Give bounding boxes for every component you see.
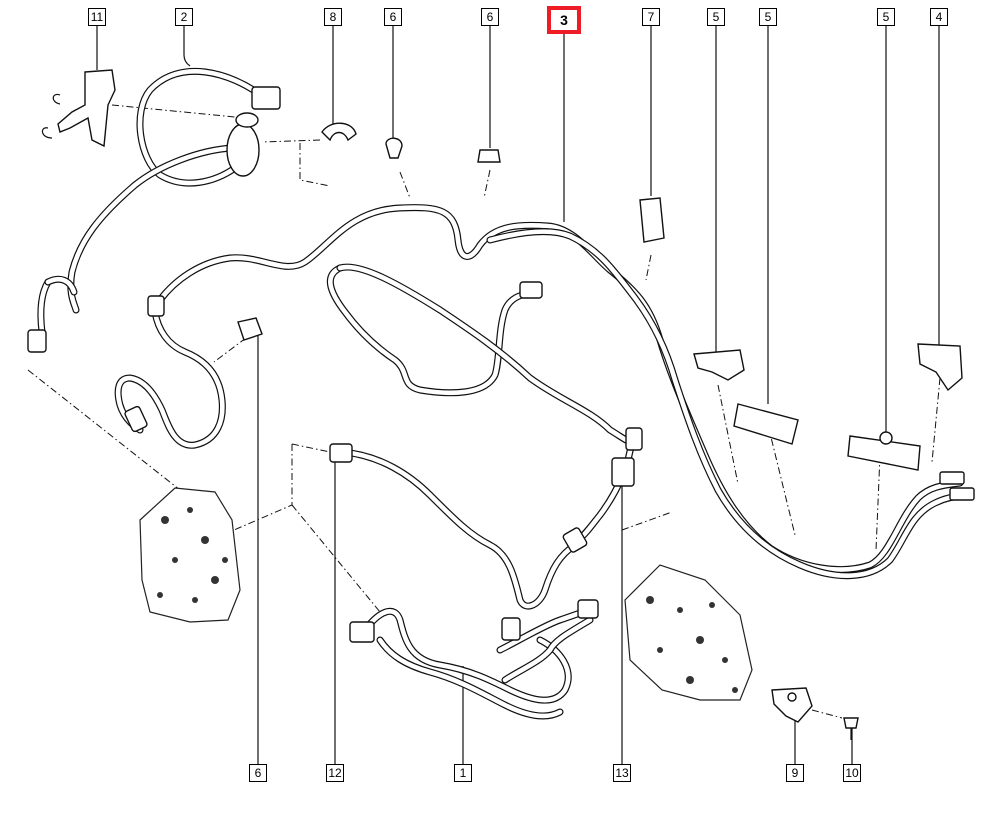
callout-9[interactable]: 9	[786, 764, 804, 782]
engine-blocks	[139, 487, 753, 701]
callout-5-b[interactable]: 5	[759, 8, 777, 26]
hose-harness	[37, 67, 969, 720]
callout-6-top-b[interactable]: 6	[481, 8, 499, 26]
callout-2[interactable]: 2	[175, 8, 193, 26]
callout-5-a[interactable]: 5	[707, 8, 725, 26]
callout-8[interactable]: 8	[324, 8, 342, 26]
callout-6-top-a[interactable]: 6	[384, 8, 402, 26]
callout-5-c[interactable]: 5	[877, 8, 895, 26]
callout-10[interactable]: 10	[843, 764, 861, 782]
callout-4[interactable]: 4	[930, 8, 948, 26]
callout-1[interactable]: 1	[454, 764, 472, 782]
fittings	[27, 69, 975, 740]
assembly-lines	[27, 104, 941, 719]
callout-13[interactable]: 13	[613, 764, 631, 782]
callout-7[interactable]: 7	[642, 8, 660, 26]
callout-3-highlighted[interactable]: 3	[547, 6, 581, 34]
callout-6-bottom[interactable]: 6	[249, 764, 267, 782]
callout-12[interactable]: 12	[326, 764, 344, 782]
callout-11[interactable]: 11	[88, 8, 106, 26]
